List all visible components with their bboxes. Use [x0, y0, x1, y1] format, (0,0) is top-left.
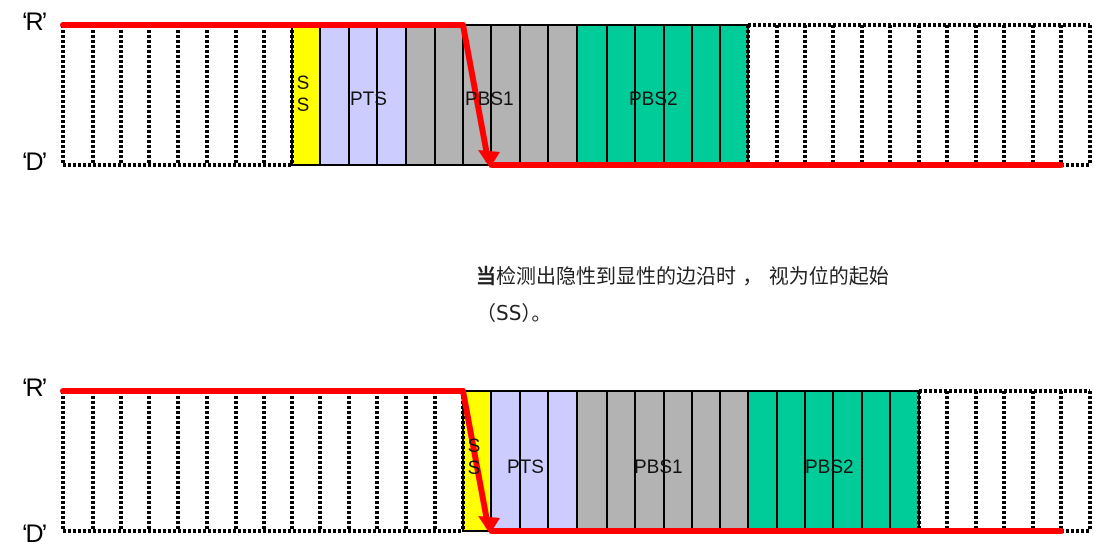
bit-timing-diagram-bottom: ‘R’ ‘D’ S S PTS PBS1 PBS2 — [0, 366, 1111, 548]
diagram-graphic — [60, 22, 1092, 168]
diagram-graphic — [60, 388, 1092, 534]
ss-label: S S — [296, 73, 310, 116]
signal-line — [60, 388, 1064, 534]
pbs2-label: PBS2 — [805, 457, 854, 478]
arrow-head-icon — [478, 516, 500, 534]
dashed-bits-right — [746, 23, 1092, 167]
caption-text: 当检测出隐性到显性的边沿时 ， 视为位的起始（SS）。 — [476, 258, 946, 332]
caption-body: 检测出隐性到显性的边沿时 ， 视为位的起始（SS）。 — [476, 264, 889, 325]
dominant-level-label: ‘D’ — [22, 520, 47, 548]
pts-segment — [319, 24, 407, 166]
ss-label: S S — [467, 436, 481, 479]
dashed-bits-left — [61, 391, 465, 533]
dominant-level-label: ‘D’ — [22, 148, 47, 176]
pts-label: PTS — [350, 89, 387, 110]
recessive-level-label: ‘R’ — [22, 8, 47, 36]
pts-label: PTS — [507, 457, 544, 478]
pbs1-label: PBS1 — [465, 89, 514, 110]
dashed-bits-left — [61, 25, 294, 167]
recessive-level-label: ‘R’ — [22, 374, 47, 402]
bit-timing-diagram-top: ‘R’ ‘D’ S S PTS PBS1 PBS2 — [0, 0, 1111, 180]
signal-line — [60, 22, 1064, 168]
caption-lead: 当 — [476, 264, 496, 288]
dashed-bits-right — [917, 389, 1092, 533]
arrow-head-icon — [478, 150, 500, 168]
pbs1-label: PBS1 — [634, 457, 683, 478]
pbs2-label: PBS2 — [629, 89, 678, 110]
